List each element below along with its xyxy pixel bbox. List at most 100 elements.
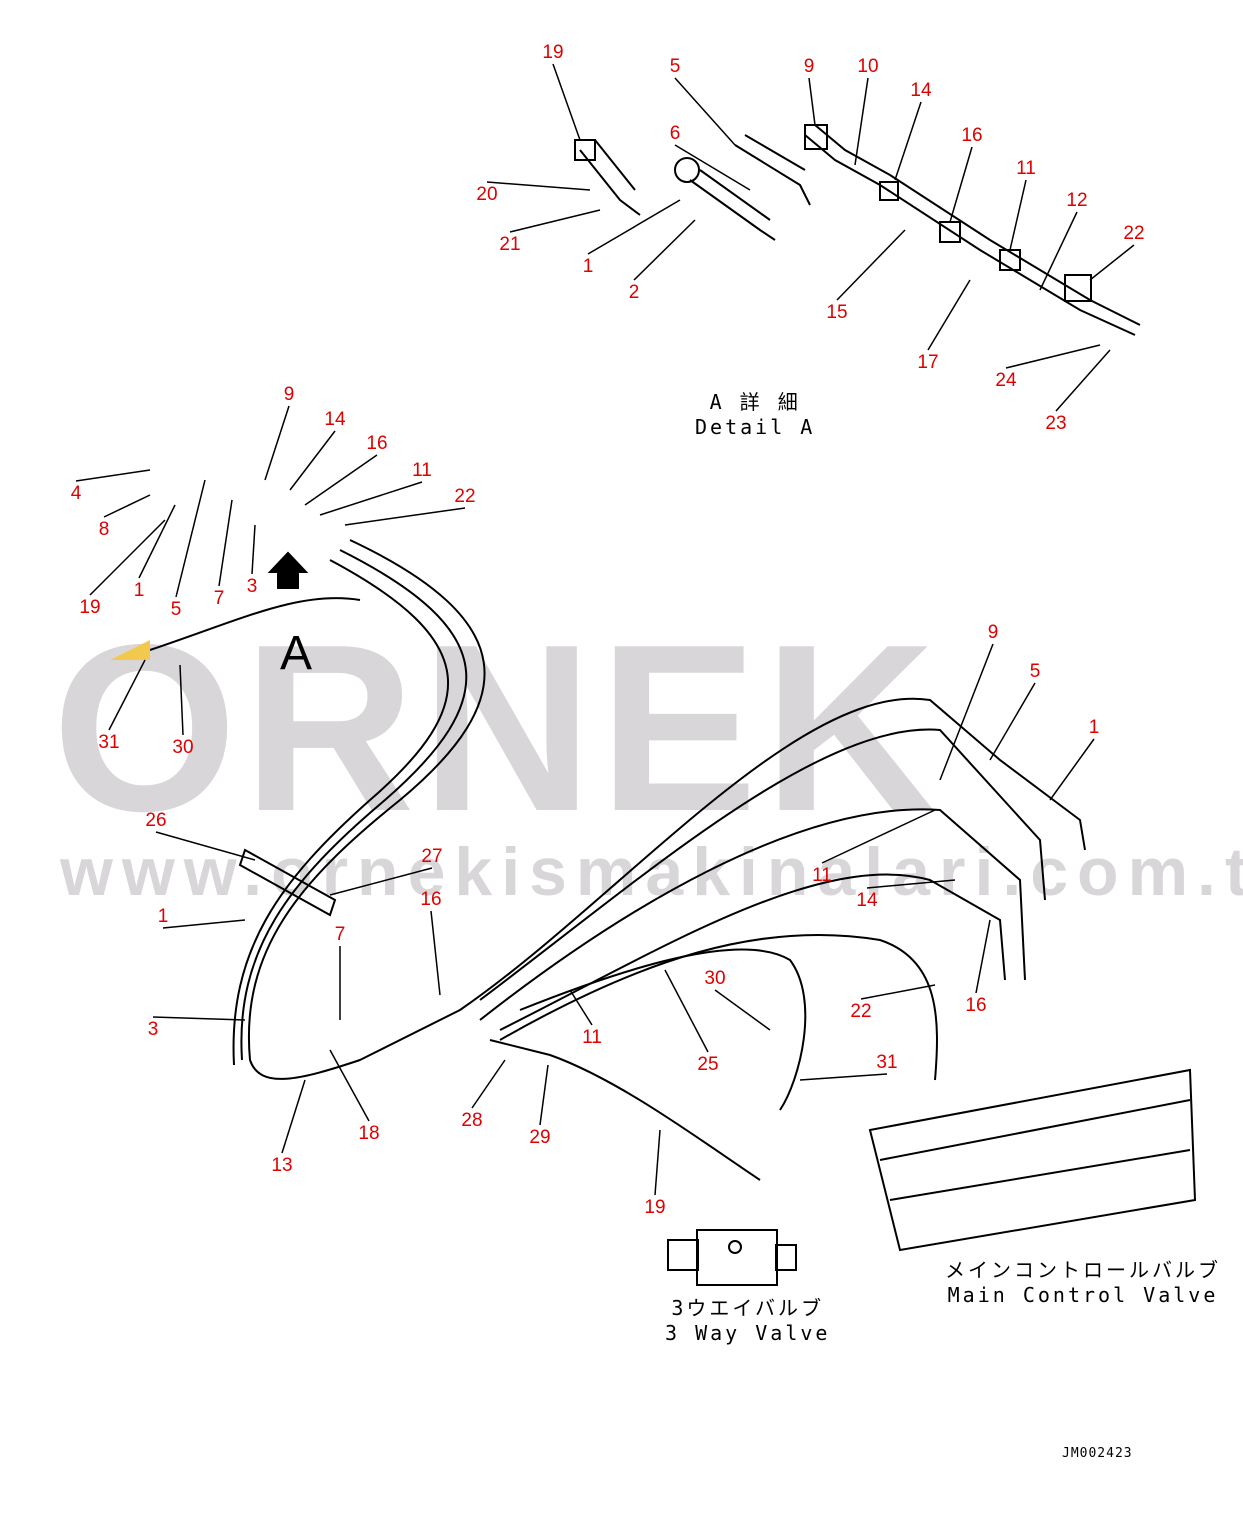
drawing-code: JM002423 [1062, 1446, 1133, 1461]
callout-label: 9 [987, 622, 999, 643]
watermark-url: www.ornekismakinalari.com.tr [60, 834, 1243, 910]
callout-label: 9 [803, 56, 815, 77]
view-arrow-icon [267, 551, 309, 589]
leader-line [289, 430, 336, 491]
leader-line [264, 405, 290, 481]
callout-label: 5 [1029, 661, 1041, 682]
callout-label: 9 [283, 384, 295, 405]
detail-a-fittings [574, 124, 1141, 336]
three-way-valve-drawing [667, 1229, 797, 1286]
leader-line [1089, 244, 1135, 281]
callout-label: 30 [704, 968, 726, 989]
callout-label: 23 [1045, 413, 1067, 434]
callout-label: 22 [454, 486, 476, 507]
callout-label: 7 [213, 588, 225, 609]
callout-label: 2 [628, 282, 640, 303]
callout-label: 13 [271, 1155, 293, 1176]
leader-line [866, 879, 956, 889]
callout-label: 1 [1088, 717, 1100, 738]
three-way-valve-jp: 3ウエイバルブ [671, 1296, 825, 1320]
callout-label: 18 [358, 1123, 380, 1144]
leader-line [329, 867, 433, 896]
callout-label: 3 [147, 1019, 159, 1040]
leader-line [927, 279, 971, 351]
callout-label: 16 [366, 433, 388, 454]
three-way-valve-en: 3 Way Valve [665, 1321, 831, 1345]
leader-line [808, 77, 816, 126]
leader-line [552, 63, 581, 141]
leader-line [152, 1016, 246, 1021]
callout-label: 11 [412, 460, 432, 481]
callout-label: 14 [856, 890, 878, 911]
leader-line [633, 219, 696, 281]
leader-line [471, 1059, 506, 1109]
callout-label: 27 [421, 846, 443, 867]
callout-label: 16 [420, 889, 442, 910]
leader-line [714, 989, 771, 1031]
leader-line [821, 809, 936, 864]
leader-line [1009, 179, 1027, 251]
leader-line [1055, 349, 1111, 412]
callout-label: 10 [857, 56, 879, 77]
leader-line [138, 504, 176, 579]
callout-label: 5 [170, 599, 182, 620]
callout-label: 26 [145, 810, 167, 831]
leader-line [329, 1049, 370, 1122]
callout-label: 1 [157, 906, 169, 927]
leader-line [989, 682, 1036, 761]
callout-label: 28 [461, 1110, 483, 1131]
main-control-valve-jp: メインコントロールバルブ [945, 1258, 1221, 1282]
callout-label: 1 [582, 256, 594, 277]
leader-line [89, 519, 166, 596]
leader-line [344, 507, 466, 526]
leader-line [251, 524, 256, 575]
leader-line [854, 77, 869, 166]
leader-line [939, 643, 994, 781]
callout-label: 14 [910, 80, 932, 101]
leader-line [949, 146, 973, 223]
detail-a-caption-en: Detail A [695, 415, 816, 439]
detail-a-caption: A 詳 細 Detail A [695, 390, 815, 440]
callout-label: 30 [172, 737, 194, 758]
callout-label: 14 [324, 409, 346, 430]
callout-label: 16 [961, 125, 983, 146]
callout-label: 31 [876, 1052, 898, 1073]
callout-label: 12 [1066, 190, 1088, 211]
leader-line [539, 1064, 549, 1126]
callout-label: 19 [79, 597, 101, 618]
callout-label: 22 [850, 1001, 872, 1022]
leader-line [75, 469, 151, 482]
leader-line [799, 1073, 888, 1081]
main-control-valve-en: Main Control Valve [947, 1283, 1219, 1307]
callout-label: 16 [965, 995, 987, 1016]
callout-label: 24 [995, 370, 1017, 391]
main-control-valve-caption: メインコントロールバルブ Main Control Valve [945, 1258, 1221, 1308]
leader-line [108, 659, 146, 731]
view-marker: A [280, 627, 313, 680]
watermark-brand: ORNEK [52, 596, 942, 861]
main-control-valve-drawing [868, 1068, 1197, 1252]
callout-label: 20 [476, 184, 498, 205]
leader-line [218, 499, 233, 587]
leader-line [836, 229, 906, 301]
callout-label: 3 [246, 576, 258, 597]
leader-line [175, 479, 206, 598]
leader-line [674, 144, 751, 191]
callout-label: 25 [697, 1054, 719, 1075]
callout-label: 19 [542, 42, 564, 63]
callout-label: 21 [499, 234, 521, 255]
leader-line [162, 919, 246, 929]
leader-line [664, 969, 709, 1053]
leader-line [281, 1079, 306, 1154]
leader-line [179, 664, 184, 736]
callout-label: 31 [98, 732, 120, 753]
callout-label: 29 [529, 1127, 551, 1148]
callout-label: 11 [582, 1027, 602, 1048]
leader-line [319, 481, 423, 516]
callout-label: 22 [1123, 223, 1145, 244]
callout-label: 15 [826, 302, 848, 323]
leader-line [569, 989, 593, 1026]
leader-line [304, 454, 378, 506]
callout-label: 11 [812, 865, 832, 886]
